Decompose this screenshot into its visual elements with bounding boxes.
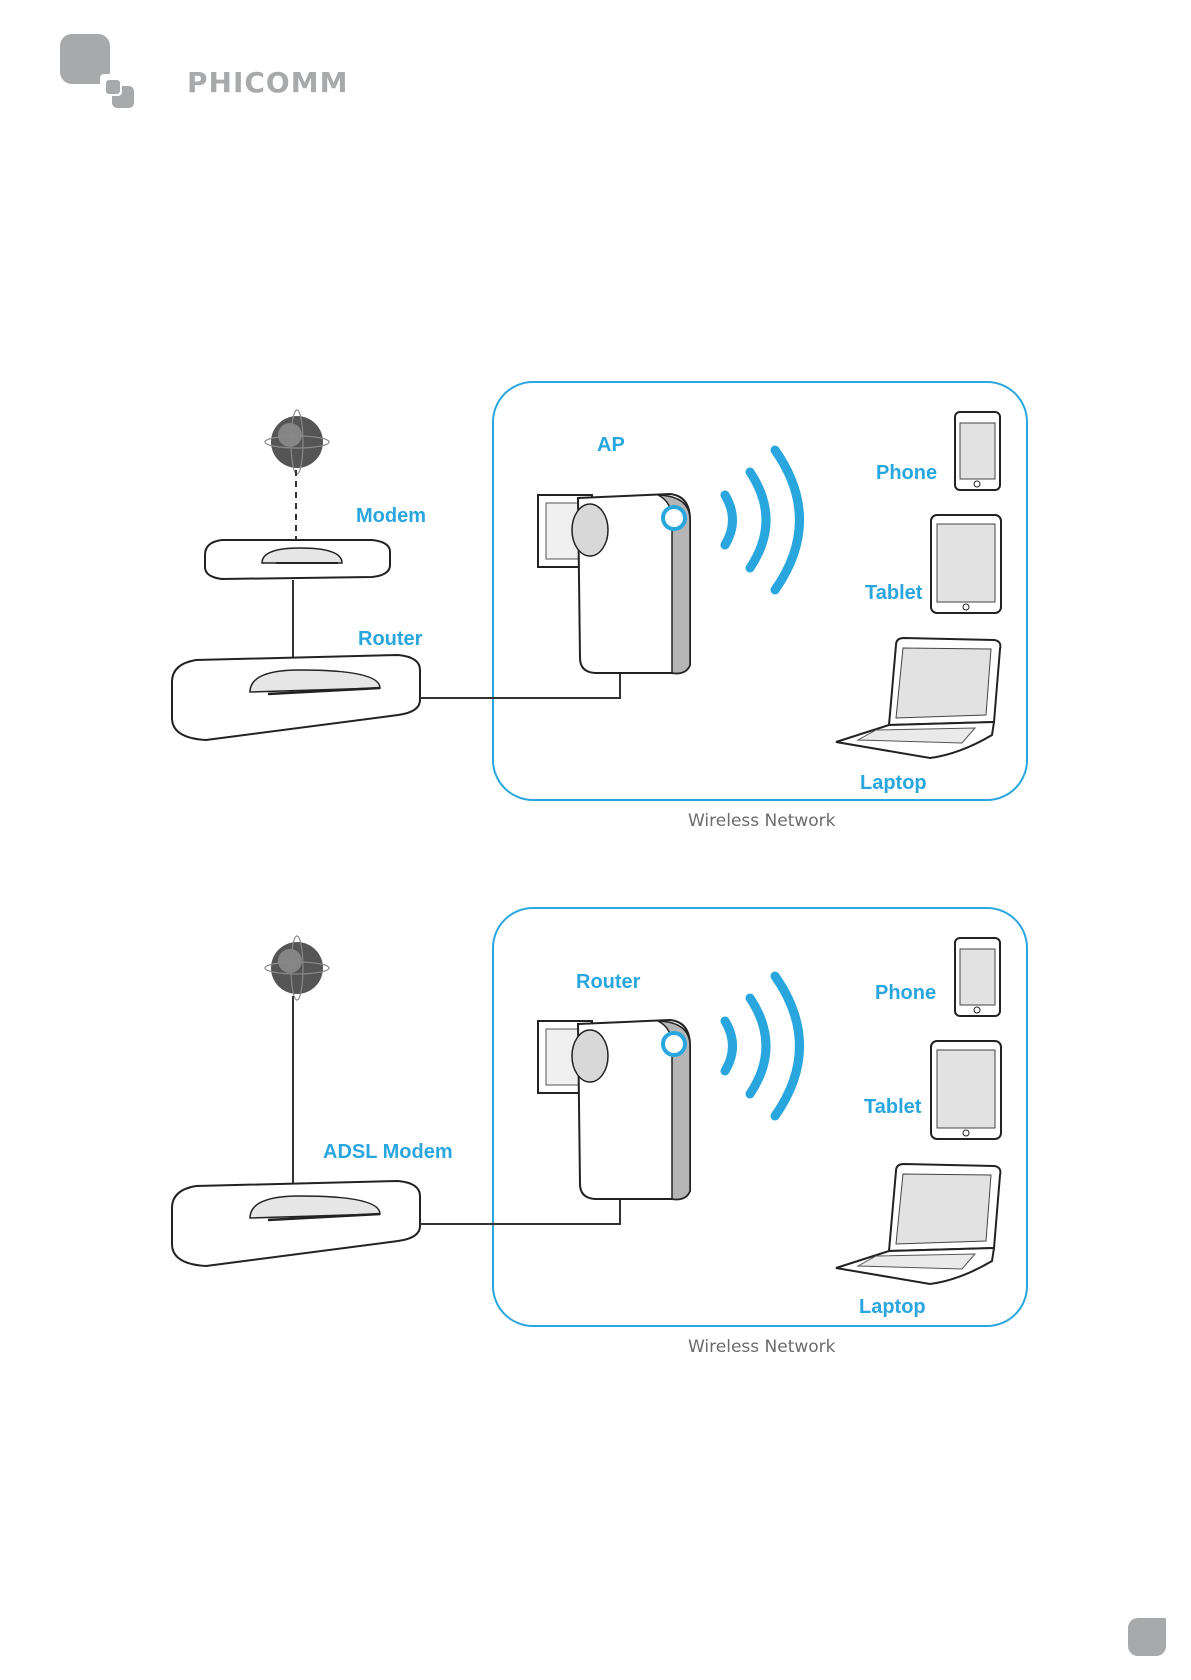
- router-label: Router: [358, 628, 422, 651]
- wireless-router-icon: [538, 1020, 690, 1199]
- ap-label: AP: [597, 434, 625, 457]
- logo-mark-icon: [60, 34, 190, 114]
- wifi-waves-icon: [725, 976, 800, 1116]
- internet-globe-icon: [265, 410, 329, 474]
- diagram-art: [0, 896, 1191, 1356]
- phone-label: Phone: [876, 462, 937, 485]
- diagram-art: [0, 370, 1191, 830]
- modem-icon: [205, 540, 390, 579]
- phone-icon: [955, 938, 1000, 1016]
- tablet-label: Tablet: [864, 1096, 921, 1119]
- router-label: Router: [576, 971, 640, 994]
- modem-label: Modem: [356, 505, 426, 528]
- adsl-modem-icon: [172, 1181, 420, 1266]
- adsl-modem-label: ADSL Modem: [323, 1141, 453, 1164]
- phicomm-logo: PHICOMM: [60, 34, 300, 114]
- page-corner-tab: [1128, 1618, 1166, 1656]
- network-diagram-ap-mode: AP Modem Router Phone Tablet Laptop Wire…: [0, 370, 1191, 830]
- tablet-icon: [931, 1041, 1001, 1139]
- phone-icon: [955, 412, 1000, 490]
- phone-label: Phone: [875, 982, 936, 1005]
- tablet-label: Tablet: [865, 582, 922, 605]
- internet-globe-icon: [265, 936, 329, 1000]
- laptop-label: Laptop: [860, 772, 927, 795]
- access-point-icon: [538, 494, 690, 673]
- laptop-icon: [836, 638, 1000, 758]
- network-diagram-router-mode: Router ADSL Modem Phone Tablet Laptop Wi…: [0, 896, 1191, 1356]
- tablet-icon: [931, 515, 1001, 613]
- laptop-label: Laptop: [859, 1296, 926, 1319]
- laptop-icon: [836, 1164, 1000, 1284]
- wireless-network-caption: Wireless Network: [688, 811, 836, 831]
- brand-name: PHICOMM: [187, 66, 348, 99]
- wifi-waves-icon: [725, 450, 800, 590]
- router-icon: [172, 655, 420, 740]
- wireless-network-caption: Wireless Network: [688, 1337, 836, 1357]
